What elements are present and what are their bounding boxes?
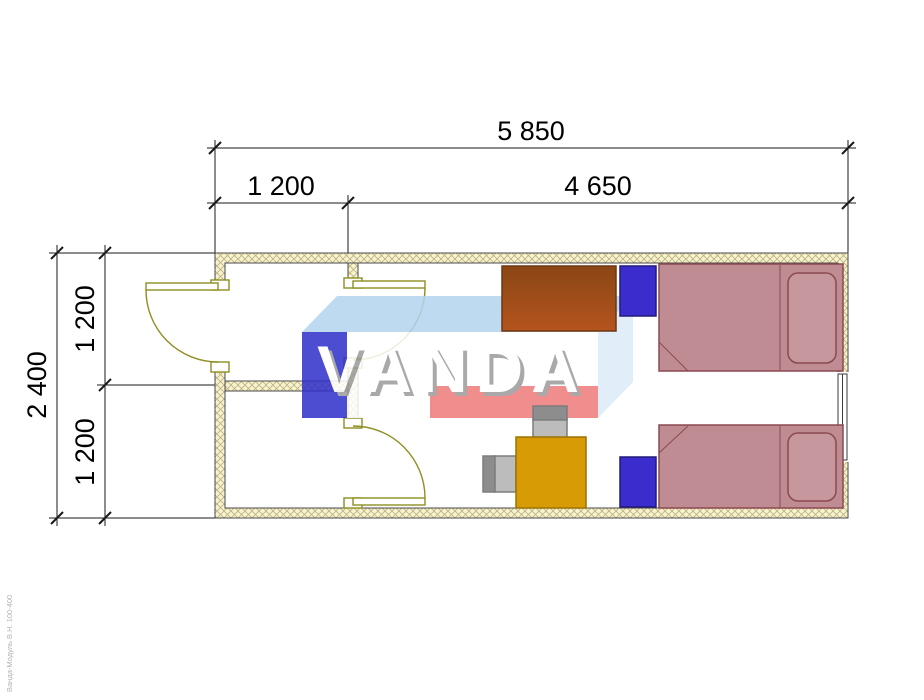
watermark-text-shadow: VANDA bbox=[321, 336, 591, 410]
chair-left bbox=[482, 455, 517, 493]
dimension-tick bbox=[98, 378, 112, 392]
table bbox=[515, 436, 587, 509]
dimension-tick bbox=[341, 196, 355, 210]
dimension-tick bbox=[98, 511, 112, 525]
door-jamb bbox=[210, 361, 230, 373]
room2-door-swing-arc bbox=[352, 425, 426, 499]
watermark-blue-band bbox=[302, 332, 347, 418]
chair-left-seat bbox=[493, 455, 517, 493]
dimension-tick bbox=[50, 246, 64, 260]
dimension-tick bbox=[98, 246, 112, 260]
dimension-tick bbox=[841, 196, 855, 210]
watermark-red-band bbox=[430, 386, 598, 418]
bed-top-blanket-fold bbox=[658, 341, 689, 372]
dim-label-width-seg-2: 4 650 bbox=[564, 171, 632, 201]
dim-label-total-height: 2 400 bbox=[22, 351, 52, 419]
room1-door-leaf bbox=[352, 280, 426, 289]
entry-door-swing-arc bbox=[145, 289, 219, 363]
bed-bottom-blanket-fold bbox=[658, 425, 689, 454]
dim-label-total-width: 5 850 bbox=[497, 116, 565, 146]
dimension-tick bbox=[208, 196, 222, 210]
watermark: VANDA VANDA bbox=[302, 296, 633, 418]
chair-top bbox=[532, 405, 568, 442]
entry-door-leaf bbox=[145, 282, 219, 291]
dim-label-height-seg-2: 1 200 bbox=[70, 418, 100, 486]
room2-door-leaf bbox=[352, 497, 426, 506]
dimension-layer: 5 850 1 200 4 650 2 400 1 200 1 200 bbox=[22, 116, 856, 526]
desk bbox=[501, 265, 617, 332]
dim-label-height-seg-1: 1 200 bbox=[70, 285, 100, 353]
entry-door-opening bbox=[213, 290, 227, 362]
chair-top-back bbox=[532, 405, 568, 421]
dimension-tick bbox=[50, 511, 64, 525]
pillow-bottom bbox=[787, 432, 837, 502]
dim-label-width-seg-1: 1 200 bbox=[247, 171, 315, 201]
dimension-ticks bbox=[50, 141, 855, 525]
furniture-layer bbox=[482, 263, 844, 509]
pillow-top bbox=[787, 272, 837, 364]
dimension-tick bbox=[208, 141, 222, 155]
fine-print: Ванда-Модуль В.Н. 100-400 bbox=[5, 595, 14, 692]
nightstand-top bbox=[619, 265, 657, 317]
dimension-labels: 5 850 1 200 4 650 2 400 1 200 1 200 bbox=[22, 116, 632, 486]
chair-left-back bbox=[482, 455, 496, 493]
dimension-tick bbox=[841, 141, 855, 155]
nightstand-bottom bbox=[619, 456, 657, 508]
watermark-text: VANDA bbox=[317, 332, 587, 406]
